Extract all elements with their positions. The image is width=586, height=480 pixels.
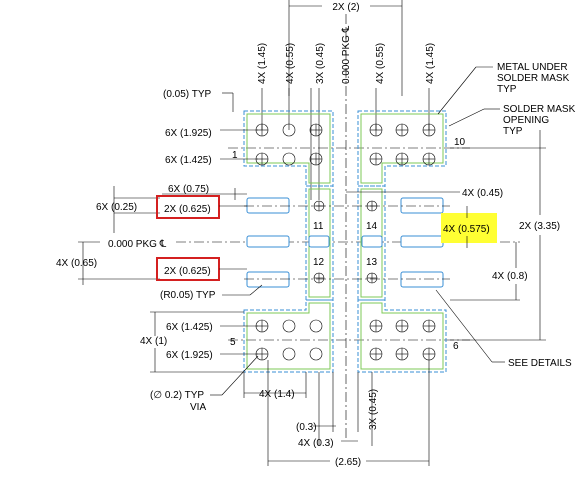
label-pkg-cl-h: 0.000 PKG ℄: [108, 239, 167, 250]
pad-group-top-right: [357, 110, 447, 187]
label-4x055-left: 4X (0.55): [285, 43, 296, 84]
red-callout-bottom: 2X (0.625): [156, 257, 247, 281]
side-pads: [244, 197, 450, 288]
pad-group-bottom-left: [243, 299, 334, 373]
label-3x045-bottom: 3X (0.45): [368, 389, 379, 430]
label-6x1925-bot: 6X (1.925): [166, 350, 213, 361]
pad-group-top-left: [243, 110, 334, 187]
label-4x145-left: 4X (1.45): [257, 43, 268, 84]
pin-13: 13: [366, 257, 378, 268]
left-dimensions: (0.05) TYP 6X (1.925) 6X (1.425) 6X (0.7…: [56, 89, 263, 413]
dim-top-2x2: 2X (2): [288, 0, 403, 96]
note-sm-2: OPENING: [503, 115, 549, 126]
label-2x335: 2X (3.35): [519, 221, 560, 232]
pad-group-bottom-right: [357, 299, 447, 373]
label-4x065: 4X (0.65): [56, 258, 97, 269]
label-4x0575: 4X (0.575): [443, 224, 490, 235]
label-4x03: 4X (0.3): [298, 438, 334, 449]
label-pkg-cl-vertical: 0.000 PKG ℄: [341, 25, 352, 84]
label-4x145-right: 4X (1.45): [425, 43, 436, 84]
pin-1: 1: [232, 150, 238, 161]
note-metal-3: TYP: [497, 84, 517, 95]
note-metal-2: SOLDER MASK: [497, 73, 570, 84]
pin-6: 6: [453, 341, 459, 352]
label-3x045-top: 3X (0.45): [315, 43, 326, 84]
highlight-0575: [441, 213, 497, 243]
pin-14: 14: [366, 221, 378, 232]
pin-10: 10: [454, 137, 466, 148]
pin-12: 12: [313, 257, 325, 268]
label-2x0625-b: 2X (0.625): [164, 266, 211, 277]
right-dimensions: 4X (0.45) 4X (0.575) 2X (3.35) 4X (0.8) …: [346, 62, 576, 369]
label-265: (2.65): [335, 457, 361, 468]
pin-5: 5: [230, 337, 236, 348]
pin-11: 11: [313, 221, 324, 232]
label-2x0625-a: 2X (0.625): [164, 204, 211, 215]
note-sm-1: SOLDER MASK: [503, 104, 576, 115]
label-6x1425-top: 6X (1.425): [165, 155, 212, 166]
red-callout-top: 2X (0.625): [156, 195, 247, 219]
label-03a: (0.3): [296, 422, 317, 433]
label-via-dia: (∅ 0.2) TYP: [150, 390, 204, 401]
label-4x14: 4X (1.4): [259, 389, 295, 400]
label-6x1925-top: 6X (1.925): [165, 128, 212, 139]
label-via: VIA: [190, 402, 206, 413]
label-6x025: 6X (0.25): [96, 202, 137, 213]
note-sm-3: TYP: [503, 126, 523, 137]
label-005-typ: (0.05) TYP: [163, 89, 211, 100]
center-pads: [305, 185, 386, 301]
label-4x08: 4X (0.8): [492, 271, 528, 282]
label-4x1: 4X (1): [140, 336, 167, 347]
label-r005: (R0.05) TYP: [160, 290, 216, 301]
top-vertical-labels: 4X (1.45) 4X (0.55) 3X (0.45) 0.000 PKG …: [257, 25, 436, 200]
label-4x045-r: 4X (0.45): [462, 188, 503, 199]
bottom-dimensions: 4X (1.4) (0.3) 3X (0.45) 4X (0.3) (2.65): [243, 360, 430, 468]
label-4x055-right: 4X (0.55): [375, 43, 386, 84]
note-metal-1: METAL UNDER: [497, 62, 568, 73]
label-6x1425-bot: 6X (1.425): [166, 322, 213, 333]
label-2x2: 2X (2): [332, 2, 359, 13]
label-6x075: 6X (0.75): [168, 184, 209, 195]
note-see-details: SEE DETAILS: [508, 358, 572, 369]
